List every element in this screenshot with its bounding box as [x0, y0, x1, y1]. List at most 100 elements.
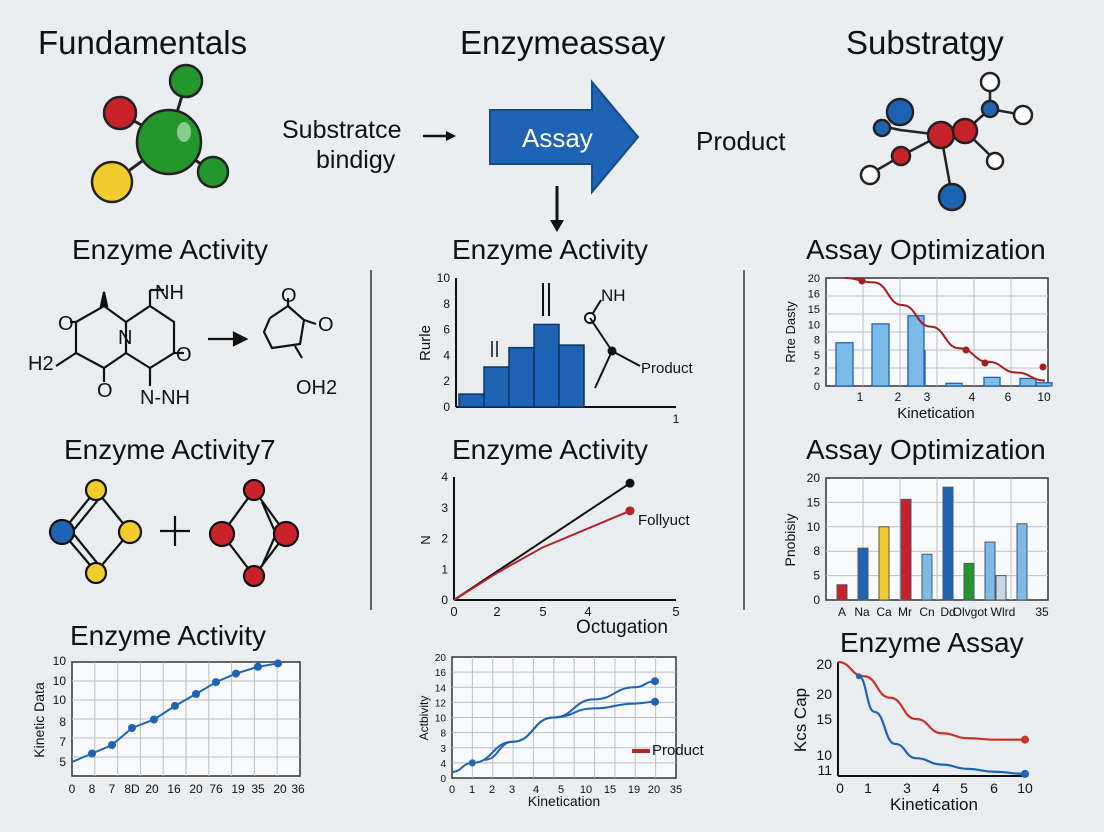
p6-xtick-label: A: [838, 605, 846, 619]
p5-ytick-label: 2: [441, 532, 448, 546]
p7-ytick-label: 7: [59, 735, 66, 749]
p6-ytick-label: 8: [813, 544, 820, 558]
p2-ytick-label: 0: [443, 400, 450, 414]
p3-ytick-label: 5: [814, 350, 820, 362]
p7-point: [171, 701, 179, 710]
p2-bar: [558, 344, 585, 408]
p3-x-axis-label: Kinetication: [897, 405, 975, 422]
heading-enzymeassay: Enzymeassay: [460, 24, 666, 61]
p6-bar: [900, 498, 912, 601]
p6-ytick-label: 0: [813, 593, 820, 607]
p2-ytick-label: 6: [443, 323, 450, 337]
p3-bar: [871, 323, 890, 387]
panel-title-enzyme-assay: Enzyme Assay: [840, 627, 1024, 658]
p7-xtick-label: 0: [69, 782, 76, 796]
label-nh: NH: [155, 282, 184, 304]
p5-series-red: [453, 509, 631, 601]
p3-point: [858, 277, 866, 285]
p8-ytick-label: 20: [435, 653, 447, 664]
panel-title-enzyme-activity-2: Enzyme Activity: [452, 234, 648, 265]
p5-point: [625, 506, 635, 516]
heading-substratgy: Substratgy: [846, 24, 1004, 61]
p9-series-line: [858, 675, 1026, 775]
p6-xtick-label: Dd: [940, 605, 955, 619]
p9-point: [1021, 769, 1029, 778]
label-o4: O: [281, 285, 297, 307]
p9-xtick-label: 1: [864, 780, 872, 796]
p7-xtick-label: 19: [231, 782, 245, 796]
p5-ytick-label: 3: [441, 501, 448, 515]
assay-arrow: Assay: [489, 79, 640, 195]
p7-point: [128, 724, 136, 732]
p8-ytick-label: 16: [435, 668, 447, 679]
p8-xtick-label: 20: [648, 784, 660, 796]
p3-bar: [983, 376, 1001, 387]
p7-xtick-label: 7: [109, 782, 116, 796]
p3-point: [962, 346, 970, 354]
p6-xtick-label: Na: [854, 605, 870, 619]
p7-ytick-label: 10: [53, 693, 67, 707]
p8-ytick-label: 4: [440, 759, 446, 770]
p6-bar: [836, 584, 848, 601]
p8-point: [468, 759, 476, 767]
p9-ytick-label: 15: [816, 711, 832, 727]
molecule-network-icon: [859, 71, 1034, 212]
p6-y-axis-label: Pnobisiy: [782, 514, 798, 567]
chemical-structure: [55, 288, 317, 386]
arrow-down-icon: [550, 186, 564, 232]
p2-bar: [508, 346, 535, 408]
p7-xtick-label: 20: [189, 782, 203, 796]
p6-bar: [984, 541, 996, 601]
p2-bar: [458, 393, 485, 408]
p3-curve: [844, 277, 1046, 382]
p5-ytick-label: 0: [441, 593, 448, 607]
p9-xtick-label: 6: [990, 780, 998, 796]
p2-structure-icon: [542, 283, 641, 389]
p9-ytick-label: 20: [816, 656, 832, 672]
p6-xtick-label: Mr: [898, 605, 912, 619]
p7-ytick-label: 5: [59, 755, 66, 769]
label-o2: O: [176, 344, 192, 366]
p3-point: [981, 359, 989, 367]
p8-ytick-label: 10: [435, 714, 447, 725]
assay-arrow-label: Assay: [522, 123, 593, 153]
p6-bar: [942, 486, 954, 601]
p5-xtick-label: 2: [493, 604, 500, 619]
p8-ytick-label: 12: [435, 698, 447, 709]
p3-ytick-label: 20: [808, 273, 820, 285]
p7-point: [274, 659, 282, 668]
p5-xtick-label: 5: [539, 604, 546, 619]
label-oh2: OH2: [296, 377, 337, 399]
p2-label-nh: NH: [601, 286, 626, 305]
p7-point: [212, 678, 220, 687]
p6-bar: [878, 526, 890, 601]
p5-xtick-label: 0: [450, 604, 457, 619]
p3-ytick-label: 15: [808, 304, 820, 316]
p7-xtick-label: 76: [209, 782, 223, 796]
p3-bar: [1019, 377, 1037, 387]
p2-ytick-label: 2: [443, 374, 450, 388]
p8-xtick-label: 35: [670, 784, 682, 796]
p9-xtick-label: 5: [960, 780, 968, 796]
p6-ytick-label: 15: [807, 495, 821, 509]
p9-xtick-label: 4: [932, 780, 940, 796]
p5-y-axis-label: N: [418, 535, 433, 544]
p8-xtick-label: 10: [580, 784, 592, 796]
p3-bar: [907, 315, 925, 387]
p8-x-axis-label: Kinetication: [528, 793, 600, 809]
p8-point: [651, 697, 659, 706]
p6-xtick-label: 35: [1035, 605, 1049, 619]
p8-xtick-label: 19: [628, 784, 640, 796]
p3-ytick-label: 16: [808, 288, 820, 300]
p8-series-label: Product: [652, 742, 705, 759]
p7-xtick-label: 8D: [124, 782, 140, 796]
p9-series-line: [837, 660, 1025, 741]
p7-point: [108, 741, 116, 749]
p5-series-label: Follyuct: [638, 512, 691, 529]
p6-ytick-label: 20: [807, 471, 821, 485]
